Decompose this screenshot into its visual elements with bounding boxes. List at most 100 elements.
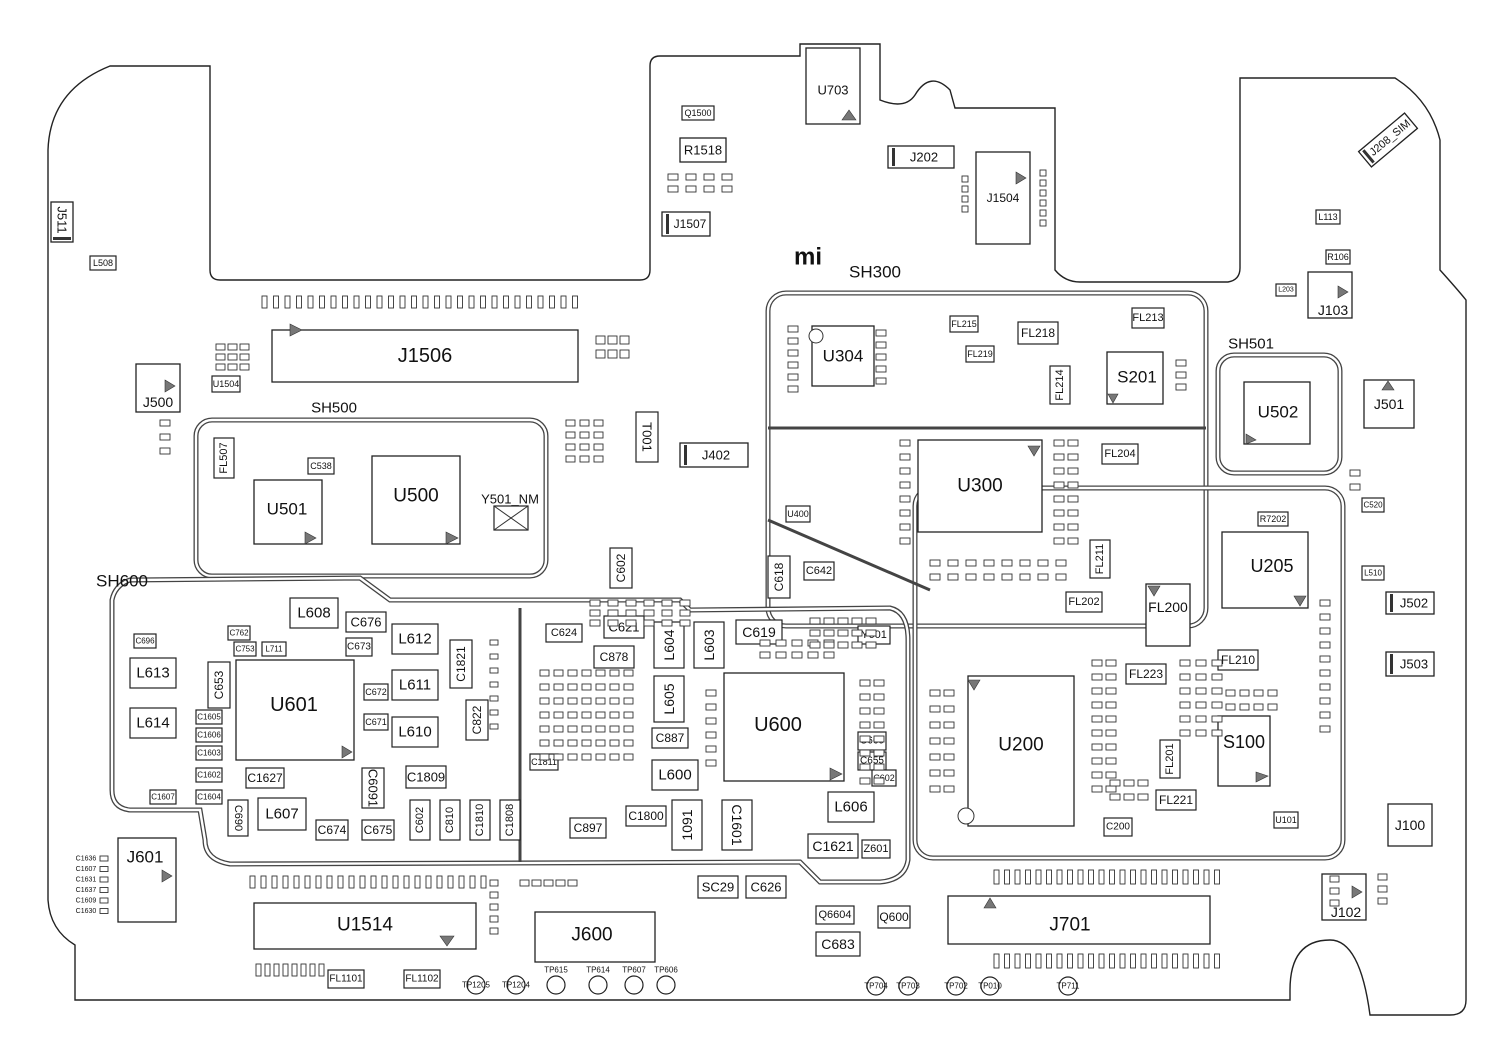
pad [1091, 659, 1103, 667]
pad [489, 709, 499, 716]
svg-text:U304: U304 [823, 347, 864, 366]
component-j500: J500 [135, 363, 181, 413]
connector-pin [1004, 869, 1010, 885]
pad [159, 419, 171, 427]
svg-text:J1504: J1504 [987, 191, 1020, 205]
pad [1253, 703, 1264, 711]
svg-text:C673: C673 [347, 642, 371, 653]
pad [1001, 559, 1013, 567]
component-c753: C753 [233, 641, 257, 657]
svg-text:C602: C602 [414, 807, 426, 833]
pad [595, 669, 606, 677]
pad [705, 689, 717, 697]
svg-text:L508: L508 [93, 258, 113, 268]
component-j511: J511 [50, 201, 74, 243]
connector-pin [388, 295, 394, 309]
pad [579, 431, 590, 439]
svg-text:R106: R106 [1327, 252, 1349, 262]
test-point-tp606: TP606 [654, 966, 678, 995]
pad [1319, 683, 1331, 691]
connector-pin [1025, 953, 1031, 969]
component-fl213: FL213 [1131, 307, 1165, 329]
pad [859, 735, 871, 743]
pad [961, 185, 969, 193]
svg-text:L607: L607 [265, 806, 298, 823]
pad [705, 731, 717, 739]
component-j208-sim: J208_SIM [1357, 112, 1419, 168]
pad [1053, 467, 1065, 475]
pad [553, 669, 564, 677]
pad [865, 617, 877, 625]
connector-pin [1193, 869, 1199, 885]
pad [1109, 793, 1121, 801]
pad [1211, 673, 1223, 681]
pad [1039, 169, 1047, 177]
svg-text:C1627: C1627 [247, 771, 283, 785]
svg-text:Z601: Z601 [863, 843, 888, 855]
pad [619, 335, 630, 345]
connector-pin [1214, 869, 1220, 885]
pad [1105, 659, 1117, 667]
pad [983, 559, 995, 567]
pad [1319, 725, 1331, 733]
connector-pin [291, 963, 298, 977]
svg-text:C602: C602 [614, 553, 628, 582]
pad [837, 629, 849, 637]
pad [565, 431, 576, 439]
component-fl221: FL221 [1155, 789, 1197, 811]
connector-pin [414, 875, 421, 889]
svg-text:FL213: FL213 [1132, 312, 1163, 324]
cap-c1607: C1607 [76, 866, 109, 873]
component-fl204: FL204 [1101, 443, 1139, 465]
pad [965, 559, 977, 567]
pad [1067, 537, 1079, 545]
component-l611: L611 [391, 669, 439, 701]
component-u200: U200 [957, 675, 1075, 827]
pad [705, 703, 717, 711]
connector-pin [348, 875, 355, 889]
connector-pins [249, 295, 1220, 977]
svg-text:TP607: TP607 [622, 966, 646, 975]
component-c1607: C1607 [149, 789, 177, 805]
component-l604: L604 [653, 621, 685, 669]
pad [859, 707, 871, 715]
test-point-tp703: TP703 [896, 976, 920, 996]
pad [899, 439, 911, 447]
component-c653: C653 [207, 661, 231, 709]
pad [607, 609, 619, 617]
component-j402: J402 [679, 442, 749, 468]
component-u205: U205 [1221, 531, 1309, 609]
component-c520: C520 [1361, 497, 1385, 513]
svg-text:C1636: C1636 [76, 856, 97, 863]
component-l508: L508 [89, 255, 117, 271]
component-fl200: FL200 [1145, 583, 1191, 647]
component-u400: U400 [785, 505, 811, 523]
connector-pin [273, 295, 279, 309]
pad [239, 343, 250, 351]
pad [929, 559, 941, 567]
svg-text:C538: C538 [310, 461, 332, 471]
pad [609, 739, 620, 747]
component-l614: L614 [129, 707, 177, 739]
svg-text:C822: C822 [470, 705, 484, 734]
svg-text:U300: U300 [957, 476, 1002, 497]
connector-pin [1035, 953, 1042, 969]
pad [1349, 469, 1361, 477]
svg-text:C887: C887 [656, 731, 685, 745]
pad [159, 433, 171, 441]
svg-text:S100: S100 [1223, 732, 1265, 752]
pad [1175, 371, 1187, 379]
svg-text:FL200: FL200 [1148, 599, 1188, 615]
pad [775, 639, 787, 647]
pad [1253, 689, 1264, 697]
pad [539, 697, 550, 705]
component-c675: C675 [361, 819, 395, 841]
svg-text:TP703: TP703 [896, 982, 920, 991]
pad [685, 173, 697, 181]
connector-pin [307, 295, 314, 309]
svg-text:L610: L610 [398, 724, 431, 741]
pad [1055, 559, 1067, 567]
svg-text:L614: L614 [136, 715, 169, 732]
svg-text:C653: C653 [212, 670, 226, 699]
svg-text:U101: U101 [1275, 815, 1297, 825]
